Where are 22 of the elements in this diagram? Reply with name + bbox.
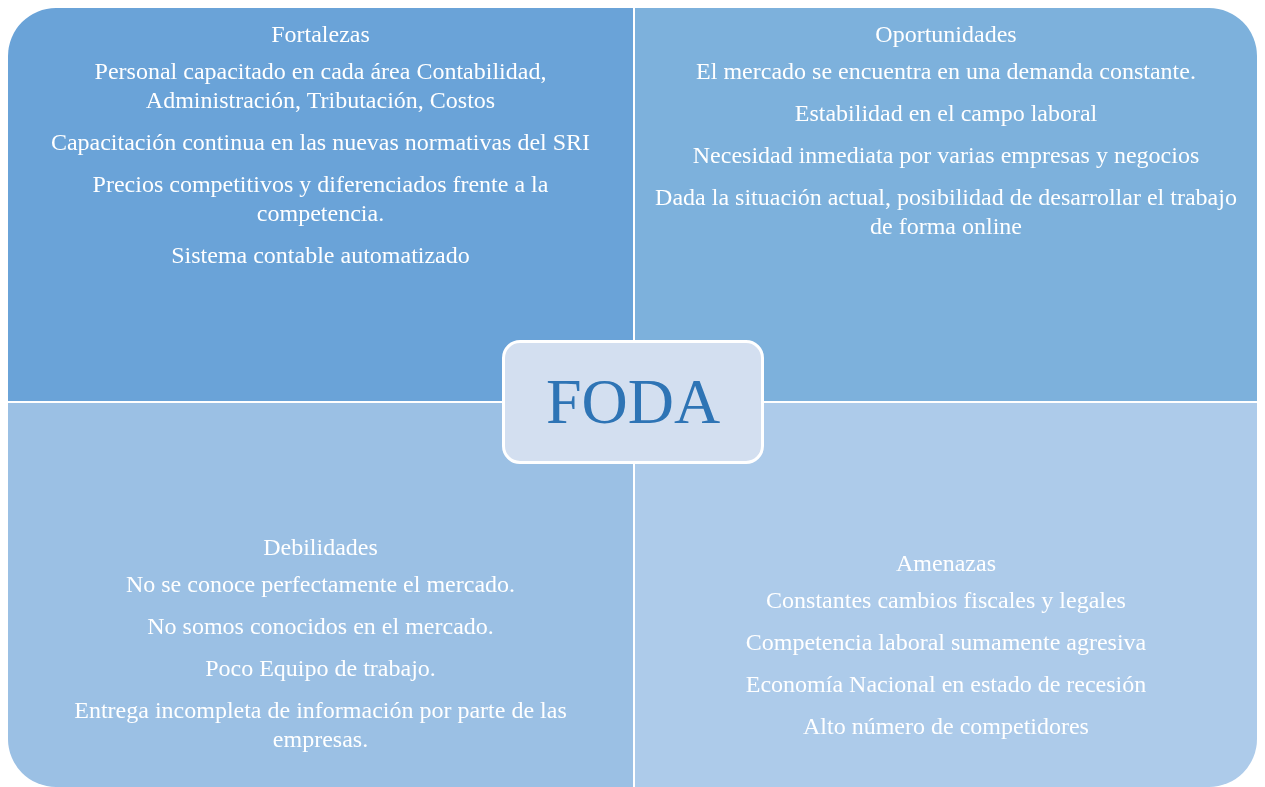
quadrant-heading: Fortalezas [270, 20, 371, 49]
list-item: Entrega incompleta de información por parte de las empresas. [73, 696, 568, 754]
quadrant-heading: Oportunidades [874, 20, 1018, 49]
list-item: Poco Equipo de trabajo. [204, 654, 437, 683]
center-box [502, 340, 764, 464]
list-item: No se conoce perfectamente el mercado. [124, 570, 517, 599]
list-item: Alto número de competidores [802, 712, 1090, 741]
list-item: Sistema contable automatizado [170, 241, 471, 270]
center-title: FODA [545, 367, 721, 437]
list-item: Competencia laboral sumamente agresiva [744, 628, 1148, 657]
list-item: Capacitación continua en las nuevas normativas del SRI [49, 128, 592, 157]
list-item: El mercado se encuentra en una demanda constante. [695, 57, 1197, 86]
quadrant-heading: Debilidades [262, 533, 379, 562]
list-item: Dada la situación actual, posibilidad de desarrollar el trabajo de forma online [654, 183, 1238, 241]
list-item: Personal capacitado en cada área Contabilidad, Administración, Tributación, Costos [93, 57, 548, 115]
list-item: Precios competitivos y diferenciados frente a la competencia. [91, 170, 550, 228]
list-item: Estabilidad en el campo laboral [793, 99, 1099, 128]
list-item: No somos conocidos en el mercado. [146, 612, 495, 641]
list-item: Necesidad inmediata por varias empresas y negocios [691, 141, 1201, 170]
quadrant-heading: Amenazas [895, 549, 997, 578]
list-item: Economía Nacional en estado de recesión [744, 670, 1148, 699]
list-item: Constantes cambios fiscales y legales [765, 586, 1127, 615]
